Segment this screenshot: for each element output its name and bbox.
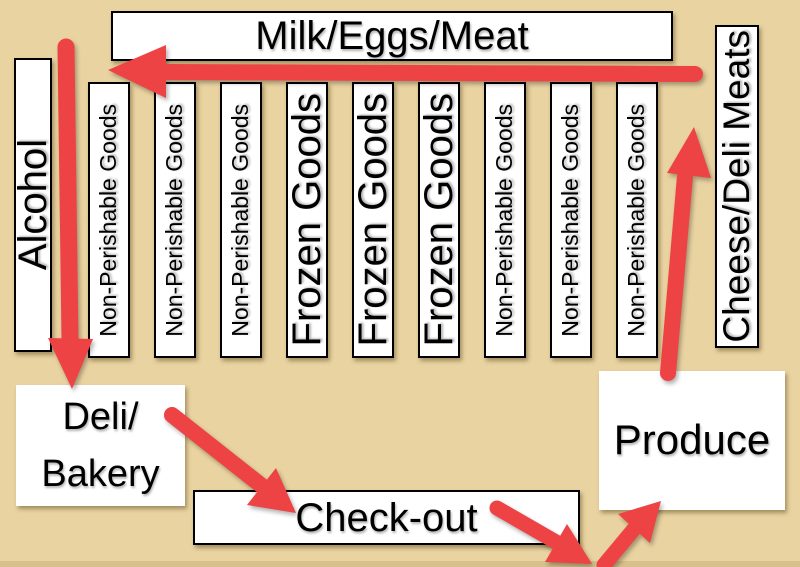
aisle-5-frozen: Frozen Goods [351, 82, 395, 358]
section-alcohol: Alcohol [11, 58, 55, 352]
aisle-6-frozen: Frozen Goods [417, 82, 461, 358]
aisle-8-non-perishable: Non-Perishable Goods [550, 82, 592, 358]
deli-label-line2: Bakery [41, 452, 160, 495]
aisle-3-non-perishable: Non-Perishable Goods [220, 82, 262, 358]
aisle-label: Non-Perishable Goods [227, 103, 254, 337]
up-right-arrow-icon [596, 501, 661, 567]
aisle-label: Frozen Goods [351, 93, 395, 347]
aisle-2-non-perishable: Non-Perishable Goods [154, 82, 196, 358]
section-produce: Produce [599, 371, 785, 510]
section-label: Produce [613, 416, 771, 464]
aisle-9-non-perishable: Non-Perishable Goods [616, 82, 658, 358]
slide-bottom-edge [0, 561, 800, 567]
aisle-1-non-perishable: Non-Perishable Goods [88, 82, 130, 358]
aisle-label: Non-Perishable Goods [161, 103, 188, 337]
section-cheese-deli-meats: Cheese/Deli Meats [715, 25, 759, 348]
aisle-label: Non-Perishable Goods [95, 103, 122, 337]
aisle-label: Frozen Goods [285, 93, 329, 347]
section-label: Alcohol [11, 139, 55, 271]
aisle-7-non-perishable: Non-Perishable Goods [484, 82, 526, 358]
aisle-label: Non-Perishable Goods [557, 103, 584, 337]
aisle-label: Non-Perishable Goods [623, 103, 650, 337]
aisle-label: Non-Perishable Goods [491, 103, 518, 337]
section-label: Milk/Eggs/Meat [255, 14, 529, 58]
section-milk-eggs-meat: Milk/Eggs/Meat [111, 11, 673, 61]
section-deli-bakery: Deli/ Bakery [16, 385, 185, 506]
deli-label-line1: Deli/ [62, 395, 139, 438]
section-label: Check-out [295, 495, 478, 540]
section-label: Cheese/Deli Meats [715, 30, 757, 343]
section-checkout: Check-out [193, 490, 580, 545]
up-arrow-icon [660, 127, 711, 381]
aisle-label: Frozen Goods [417, 93, 461, 347]
aisle-4-frozen: Frozen Goods [285, 82, 329, 358]
